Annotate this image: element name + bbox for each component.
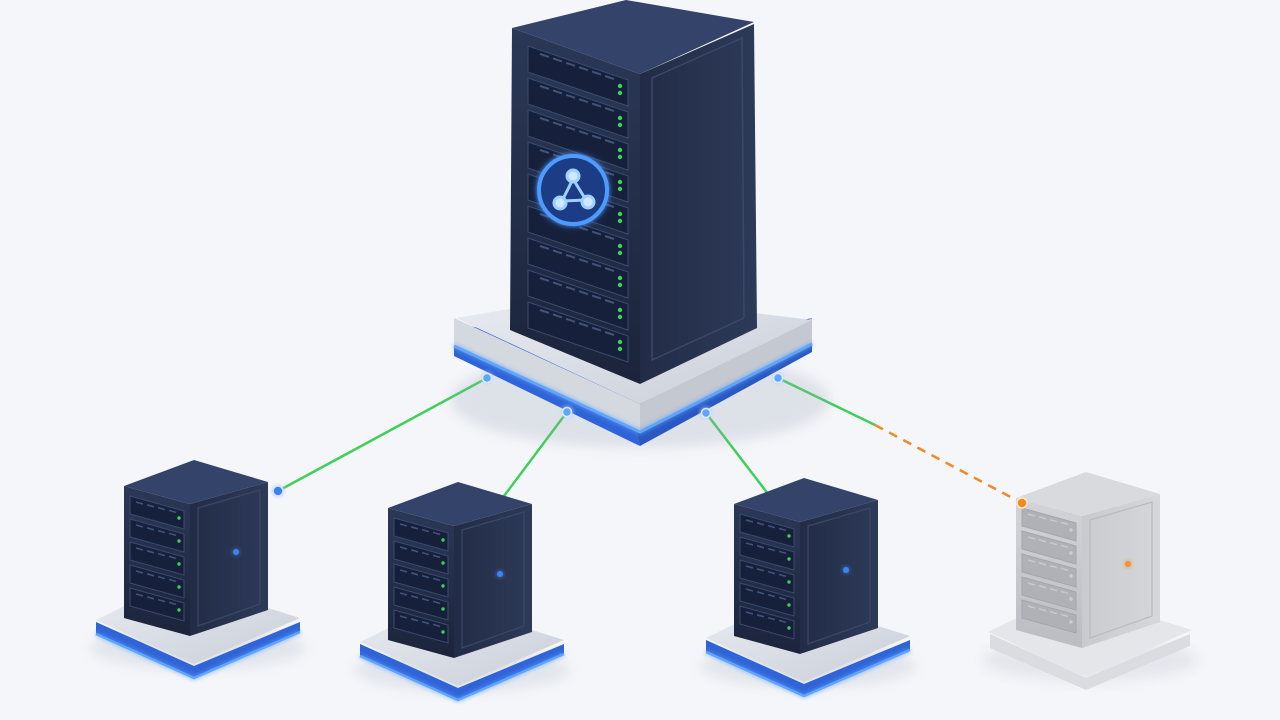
child-nodes <box>90 460 1198 702</box>
status-led <box>617 275 623 281</box>
node-status-led <box>233 549 239 555</box>
primary-rack-unit <box>527 301 629 363</box>
node-ports <box>272 485 1028 509</box>
status-led <box>617 339 623 345</box>
primary-rack-units <box>527 45 629 363</box>
link-node-4-dashed <box>874 423 1023 505</box>
status-led <box>617 147 623 153</box>
node-status-led <box>1125 561 1131 567</box>
primary-server <box>450 0 830 448</box>
primary-rack-unit <box>527 45 629 107</box>
network-hub-glyph <box>552 168 596 211</box>
primary-rack-unit <box>527 109 629 171</box>
status-led <box>617 83 623 89</box>
status-led <box>617 307 623 313</box>
primary-rack-unit <box>527 77 629 139</box>
status-led <box>617 179 623 185</box>
status-led <box>617 211 623 217</box>
node-status-led <box>497 571 503 577</box>
server-node <box>90 460 306 680</box>
server-node-offline <box>982 472 1198 690</box>
primary-ports <box>481 372 784 419</box>
server-node <box>700 478 916 698</box>
primary-rack-unit <box>527 269 629 331</box>
status-led <box>617 243 623 249</box>
server-node <box>354 482 570 702</box>
status-led <box>617 115 623 121</box>
network-hub-icon <box>537 154 609 226</box>
primary-rack-unit <box>527 237 629 299</box>
node-status-led <box>843 567 849 573</box>
